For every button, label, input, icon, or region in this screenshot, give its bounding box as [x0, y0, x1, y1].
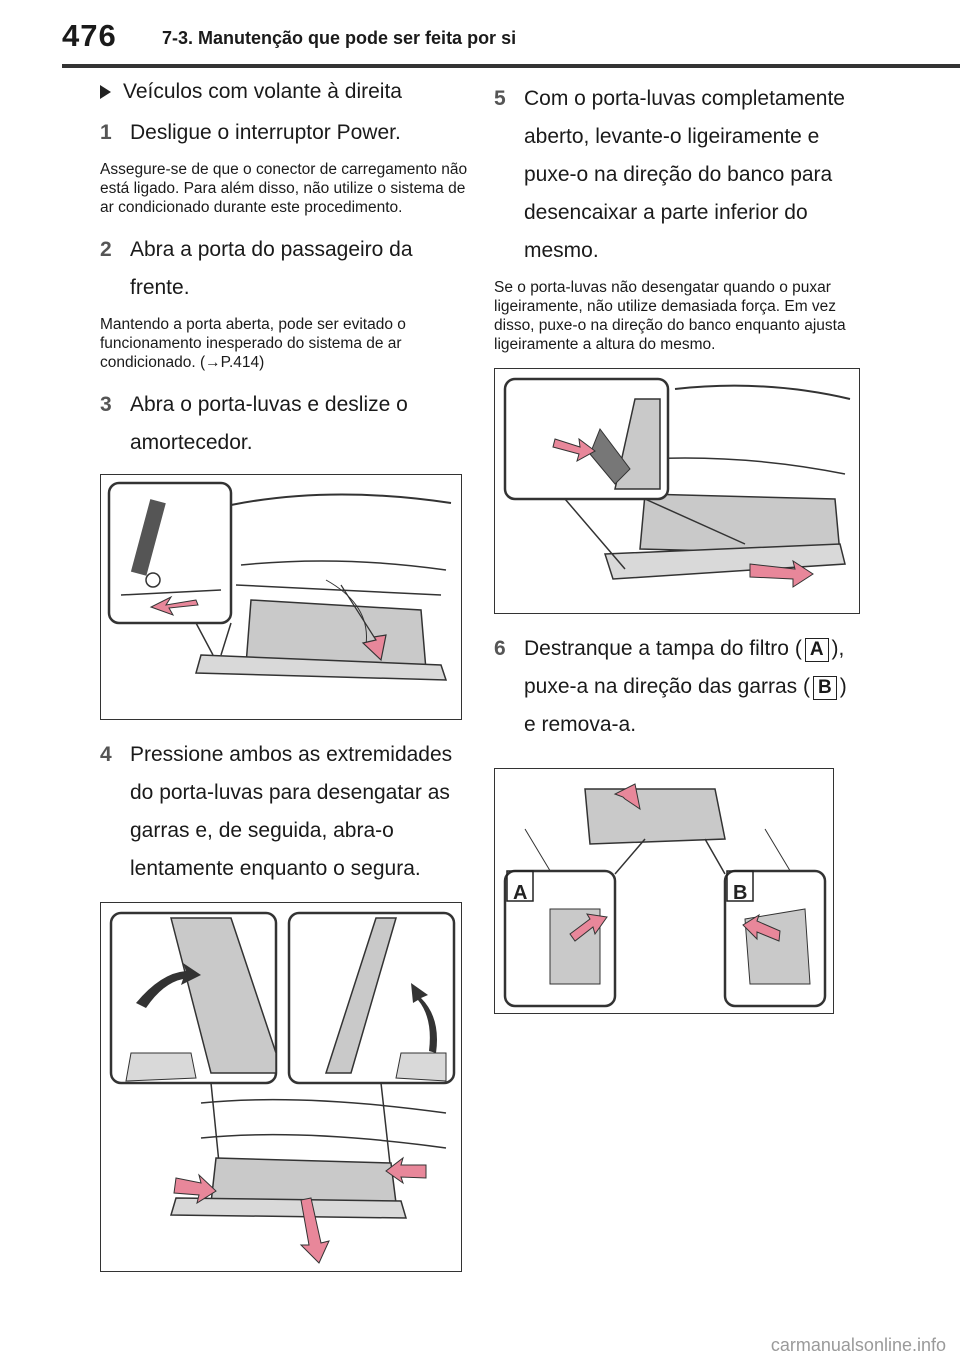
note-5: Se o porta-luvas não desengatar quando o… [494, 279, 846, 353]
step-number: 3 [100, 393, 112, 416]
note-1: Assegure-se de que o conector de carrega… [100, 161, 468, 216]
step-number: 1 [100, 121, 112, 144]
page-number: 476 [62, 18, 117, 53]
step-number: 5 [494, 87, 506, 110]
figure-label-a: A [513, 882, 527, 904]
step6-text-part2: ), puxe-a na direção das garras ( [524, 637, 845, 698]
step-4: 4 Pressione ambos as extremidades do por… [100, 736, 470, 888]
filter-cover-illustration: A B [503, 783, 827, 1008]
triangle-bullet-icon [100, 85, 111, 99]
step-2: 2 Abra a porta do passageiro da frente. [100, 231, 470, 307]
header-rule [62, 64, 960, 68]
section-title: 7-3. Manutenção que pode ser feita por s… [162, 28, 517, 48]
step-1: 1 Desligue o interruptor Power. [100, 114, 470, 152]
label-a: A [804, 638, 829, 662]
step-text: Abra o porta-luvas e deslize o amorteced… [130, 393, 408, 454]
step-text: Desligue o interruptor Power. [130, 121, 401, 144]
note-2: Mantendo a porta aberta, pode ser evitad… [100, 316, 406, 371]
step6-text-part1: Destranque a tampa do filtro ( [524, 637, 802, 660]
glovebox-removal-illustration [503, 377, 851, 588]
subheading-text: Veículos com volante à direita [123, 80, 402, 103]
step-text: Pressione ambos as extremidades do porta… [130, 743, 453, 880]
step-number: 2 [100, 238, 112, 261]
step-text: Destranque a tampa do filtro (A), puxe-a… [524, 630, 864, 744]
step6-text-part3: ) e remova-a. [524, 675, 847, 736]
watermark: carmanualsonline.info [770, 1335, 946, 1355]
figure-filter-cover: A B [494, 768, 834, 1014]
left-column: Veículos com volante à direita 1 Desligu… [100, 80, 470, 1288]
step-5: 5 Com o porta-luvas completamente aberto… [494, 80, 864, 270]
step-text: Abra a porta do passageiro da frente. [130, 238, 413, 299]
right-column: 5 Com o porta-luvas completamente aberto… [494, 80, 864, 1030]
step-6: 6 Destranque a tampa do filtro (A), puxe… [494, 630, 864, 744]
figure-label-b: B [733, 882, 747, 904]
glovebox-damper-illustration [107, 481, 452, 681]
figure-glovebox-claws [100, 902, 462, 1272]
step-number: 6 [494, 637, 506, 660]
glovebox-claws-illustration [109, 911, 456, 1264]
figure-glovebox-damper [100, 474, 462, 720]
step-number: 4 [100, 743, 112, 766]
step-text: Com o porta-luvas completamente aberto, … [524, 87, 845, 262]
subheading: Veículos com volante à direita [100, 80, 470, 104]
label-b: B [813, 676, 837, 700]
step-3: 3 Abra o porta-luvas e deslize o amortec… [100, 386, 470, 462]
page-header: 476 7-3. Manutenção que pode ser feita p… [0, 0, 960, 70]
figure-glovebox-removal [494, 368, 860, 614]
